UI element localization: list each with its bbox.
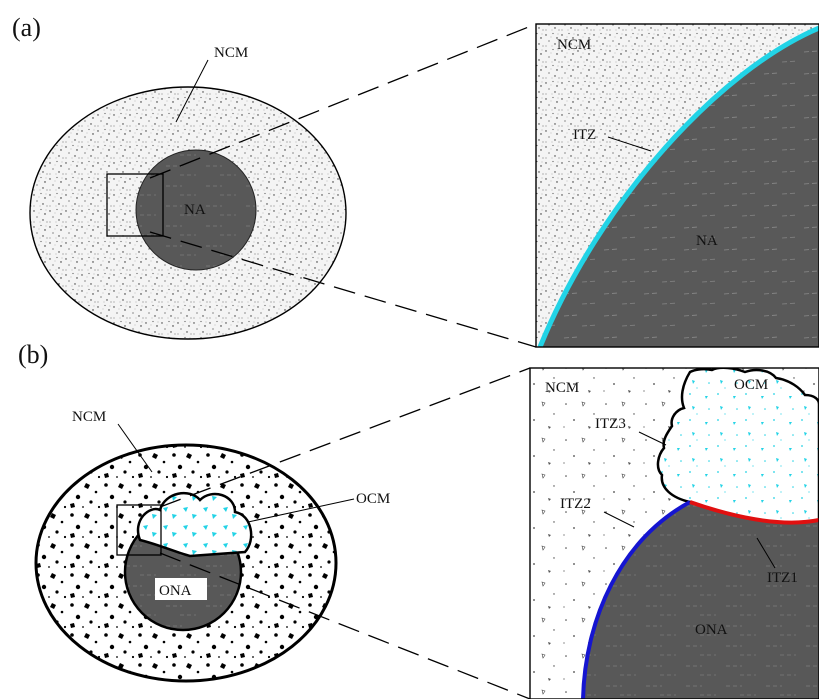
ncm-leader-a	[175, 59, 209, 123]
ona-zoom-region	[583, 502, 819, 699]
na-label-a: NA	[184, 202, 206, 218]
panel-b: (b) ONA NCM OCM NCM OCM ITZ3 ITZ2 ITZ1	[18, 340, 819, 699]
itz3-leader	[638, 431, 667, 446]
panel-a: (a) NCM NA NCM ITZ NA	[12, 13, 819, 348]
itz1-leader	[756, 537, 776, 569]
itz1-red-boundary	[689, 500, 819, 525]
itz2-label: ITZ2	[560, 496, 591, 512]
connector-bottom-a	[149, 231, 537, 348]
panel-a-label: (a)	[12, 13, 41, 42]
na-zoom-label: NA	[696, 233, 718, 249]
ona-label-bg	[155, 578, 207, 600]
ona-label-b: ONA	[159, 583, 192, 599]
zoom-frame-a	[535, 23, 819, 348]
zoom-box-a	[106, 173, 164, 237]
ocm-label-b: OCM	[356, 491, 390, 507]
itz-cyan-boundary	[537, 25, 819, 347]
zoom-frame-b	[529, 367, 819, 699]
na-aggregate-circle	[135, 149, 257, 271]
ncm-zoom-label-a: NCM	[557, 37, 591, 53]
ocm-zoom-label: OCM	[734, 377, 768, 393]
zoom-box-b	[116, 504, 162, 556]
itz2-leader	[603, 511, 635, 528]
ncm-label-a: NCM	[214, 45, 248, 61]
ocm-old-mortar-b	[136, 491, 253, 558]
ona-zoom-label: ONA	[695, 622, 728, 638]
itz2-blue-boundary	[581, 500, 691, 699]
itz3-label: ITZ3	[595, 416, 626, 432]
ncm-leader-b	[117, 423, 153, 473]
panel-b-label: (b)	[18, 340, 48, 369]
connector-bottom-b	[159, 552, 531, 699]
ocm-leader-b	[247, 498, 355, 523]
connector-top-b	[159, 367, 531, 508]
itz-label: ITZ	[573, 127, 596, 143]
itz-leader	[607, 136, 652, 152]
zoom-panel-b	[530, 368, 819, 699]
na-zoom-region	[540, 28, 819, 347]
ncm-zoom-label-b: NCM	[545, 380, 579, 396]
zoom-panel-a	[536, 24, 819, 347]
connector-top-a	[149, 23, 537, 179]
itz1-label: ITZ1	[767, 570, 798, 586]
ncm-label-b: NCM	[72, 409, 106, 425]
